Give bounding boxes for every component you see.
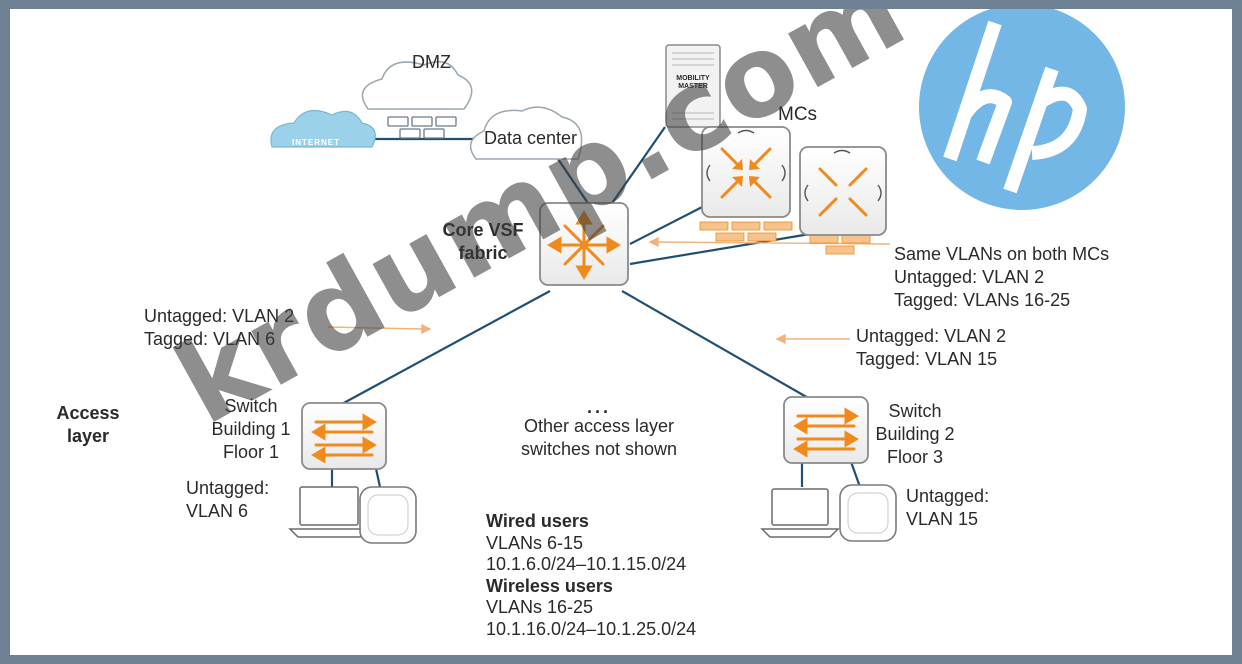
- right-link-line1: Untagged: VLAN 2: [856, 326, 1007, 346]
- ap1-icon: [359, 486, 417, 544]
- users-legend: Wired users VLANs 6-15 10.1.6.0/24–10.1.…: [486, 511, 696, 641]
- laptop2-icon: [760, 488, 840, 538]
- link-mc1-core: [629, 202, 711, 245]
- switch1-line2: Building 1: [211, 419, 291, 440]
- access-layer-line2: layer: [66, 426, 110, 447]
- switch2-ports-label: Untagged: VLAN 15: [906, 485, 989, 531]
- mc1-icon: [701, 126, 791, 218]
- data-center-label: Data center: [484, 128, 578, 148]
- hp-logo: [919, 9, 1125, 210]
- left-link-line2: Tagged: VLAN 6: [144, 329, 276, 350]
- other-switches-line2: switches not shown: [520, 439, 678, 460]
- link-core-switch1: [339, 290, 551, 406]
- laptop1-icon: [288, 486, 370, 538]
- switch1-line1: Switch: [224, 396, 278, 416]
- wired-users-subnets: 10.1.6.0/24–10.1.15.0/24: [486, 554, 687, 575]
- switch2-ports-line2: VLAN 15: [906, 509, 979, 530]
- mc-vlans-label: Same VLANs on both MCs Untagged: VLAN 2 …: [894, 243, 1109, 312]
- switch2-ports-line1: Untagged:: [906, 486, 990, 506]
- switch1-icon: [301, 402, 387, 470]
- access-layer-line1: Access: [56, 403, 120, 423]
- switch1-label: Switch Building 1 Floor 1: [206, 395, 296, 464]
- switch2-line1: Switch: [888, 401, 942, 421]
- wireless-users-vlans: VLANs 16-25: [486, 597, 594, 618]
- left-link-label: Untagged: VLAN 2 Tagged: VLAN 6: [144, 305, 294, 351]
- switch2-label: Switch Building 2 Floor 3: [866, 400, 964, 469]
- wired-users-vlans: VLANs 6-15: [486, 532, 584, 553]
- other-switches-dots: ...: [586, 397, 611, 417]
- left-link-line1: Untagged: VLAN 2: [144, 306, 295, 326]
- wireless-users-title: Wireless users: [486, 575, 613, 596]
- link-mc2-core: [629, 232, 811, 266]
- network-diagram: DMZ INTERNET Data center MOBILITY MASTER…: [10, 9, 1232, 655]
- mobility-master-icon: [665, 44, 721, 128]
- switch2-line2: Building 2: [875, 424, 955, 445]
- switch1-ports-line1: Untagged:: [186, 478, 270, 498]
- dmz-servers-icon: [387, 116, 457, 139]
- right-link-label: Untagged: VLAN 2 Tagged: VLAN 15: [856, 325, 1006, 371]
- switch1-line3: Floor 1: [222, 442, 280, 463]
- internet-label: INTERNET: [292, 138, 340, 147]
- other-switches-line1: Other access layer: [523, 416, 675, 437]
- access-layer-label: Access layer: [40, 402, 136, 448]
- mobility-master-label: MOBILITY MASTER: [670, 75, 716, 90]
- core-label-line2: fabric: [458, 243, 508, 264]
- internet-cloud-icon: [270, 109, 376, 148]
- firewall-icon: [699, 221, 871, 255]
- other-switches-label: ... Other access layer switches not show…: [494, 397, 704, 461]
- mc2-icon: [799, 146, 887, 236]
- core-label-line1: Core VSF: [442, 220, 524, 240]
- mcs-label: MCs: [778, 104, 818, 125]
- switch2-icon: [783, 396, 869, 464]
- mc-vlans-line2: Untagged: VLAN 2: [894, 267, 1045, 288]
- flow-arrows: [327, 236, 891, 345]
- mc-vlans-line1: Same VLANs on both MCs: [894, 244, 1110, 264]
- mobility-master-line2: MASTER: [678, 82, 708, 90]
- diagram-canvas: [270, 9, 1125, 544]
- dmz-cloud-icon: [361, 60, 473, 110]
- wired-users-title: Wired users: [486, 511, 589, 531]
- switch1-ports-label: Untagged: VLAN 6: [186, 477, 269, 523]
- dmz-label: DMZ: [412, 52, 451, 72]
- core-switch-icon: [539, 202, 629, 286]
- right-link-line2: Tagged: VLAN 15: [856, 349, 998, 370]
- mc-vlans-line3: Tagged: VLANs 16-25: [894, 290, 1071, 311]
- link-core-switch2: [621, 290, 811, 400]
- switch1-ports-line2: VLAN 6: [186, 501, 249, 522]
- mobility-master-line1: MOBILITY: [676, 75, 710, 82]
- core-label: Core VSF fabric: [428, 219, 538, 265]
- link-master-core: [607, 126, 666, 210]
- wireless-users-subnets: 10.1.16.0/24–10.1.25.0/24: [486, 618, 697, 639]
- datacenter-cloud-icon: [469, 106, 583, 160]
- switch2-line3: Floor 3: [886, 447, 944, 468]
- ap2-icon: [839, 484, 897, 542]
